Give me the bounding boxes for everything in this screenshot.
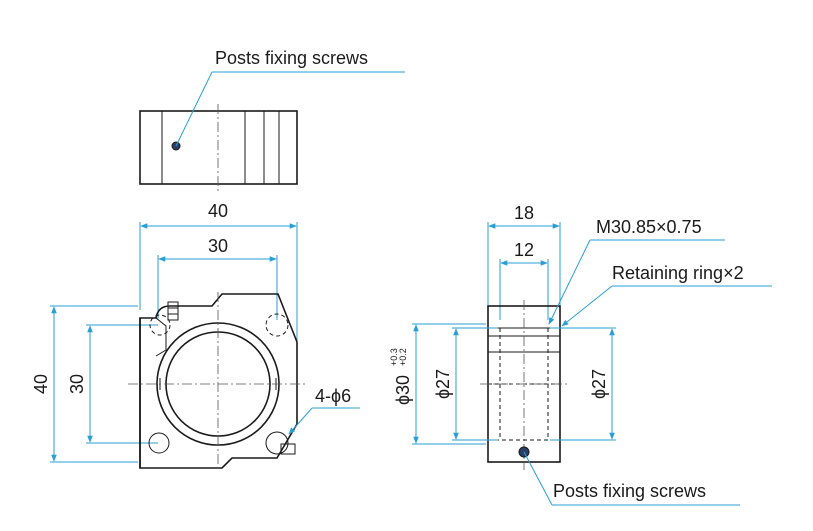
dim-height-inner: 30 — [67, 374, 87, 394]
leader-line — [561, 285, 613, 327]
thread-label: M30.85×0.75 — [596, 217, 702, 237]
set-screw — [167, 301, 179, 321]
dim-width-outer: 40 — [208, 201, 228, 221]
front-view-slot — [155, 317, 167, 357]
corner-hole-icon — [265, 313, 289, 337]
side-view: 18 12 Posts fixing screws M30.85×0.75 Re… — [389, 203, 772, 506]
dim-bore-tol-upper: +0.3 — [389, 348, 399, 366]
dim-height-outer: 40 — [31, 374, 51, 394]
bore-main-label-group: ϕ30 +0.3 +0.2 — [389, 348, 413, 405]
top-view: Posts fixing screws — [139, 48, 405, 192]
top-view-body — [139, 110, 298, 185]
dim-depth-outer: 18 — [514, 203, 534, 223]
dim-width-inner: 30 — [208, 236, 228, 256]
leader-line — [175, 71, 213, 147]
bottom-right-screw — [280, 443, 296, 455]
posts-fixing-screws-label-top: Posts fixing screws — [215, 48, 368, 68]
leader-line — [548, 239, 591, 325]
corner-hole-icon — [149, 314, 171, 336]
leader-line — [288, 407, 313, 435]
retaining-ring-label: Retaining ring×2 — [612, 263, 744, 283]
corner-hole-icon — [148, 432, 170, 454]
corner-hole-icon — [265, 431, 289, 455]
dim-bore-right: ϕ27 — [589, 369, 609, 399]
front-view-body — [139, 293, 298, 469]
dim-bore-tol-lower: +0.2 — [398, 348, 408, 366]
leader-line — [523, 451, 553, 506]
posts-fixing-screws-label-bottom: Posts fixing screws — [553, 481, 706, 501]
dim-bore-left: ϕ27 — [433, 369, 453, 399]
front-view: 40 30 40 30 — [31, 201, 360, 472]
holes-label: 4-ϕ6 — [315, 386, 351, 406]
dim-depth-inner: 12 — [514, 240, 534, 260]
dim-bore-main: ϕ30 — [393, 375, 413, 405]
